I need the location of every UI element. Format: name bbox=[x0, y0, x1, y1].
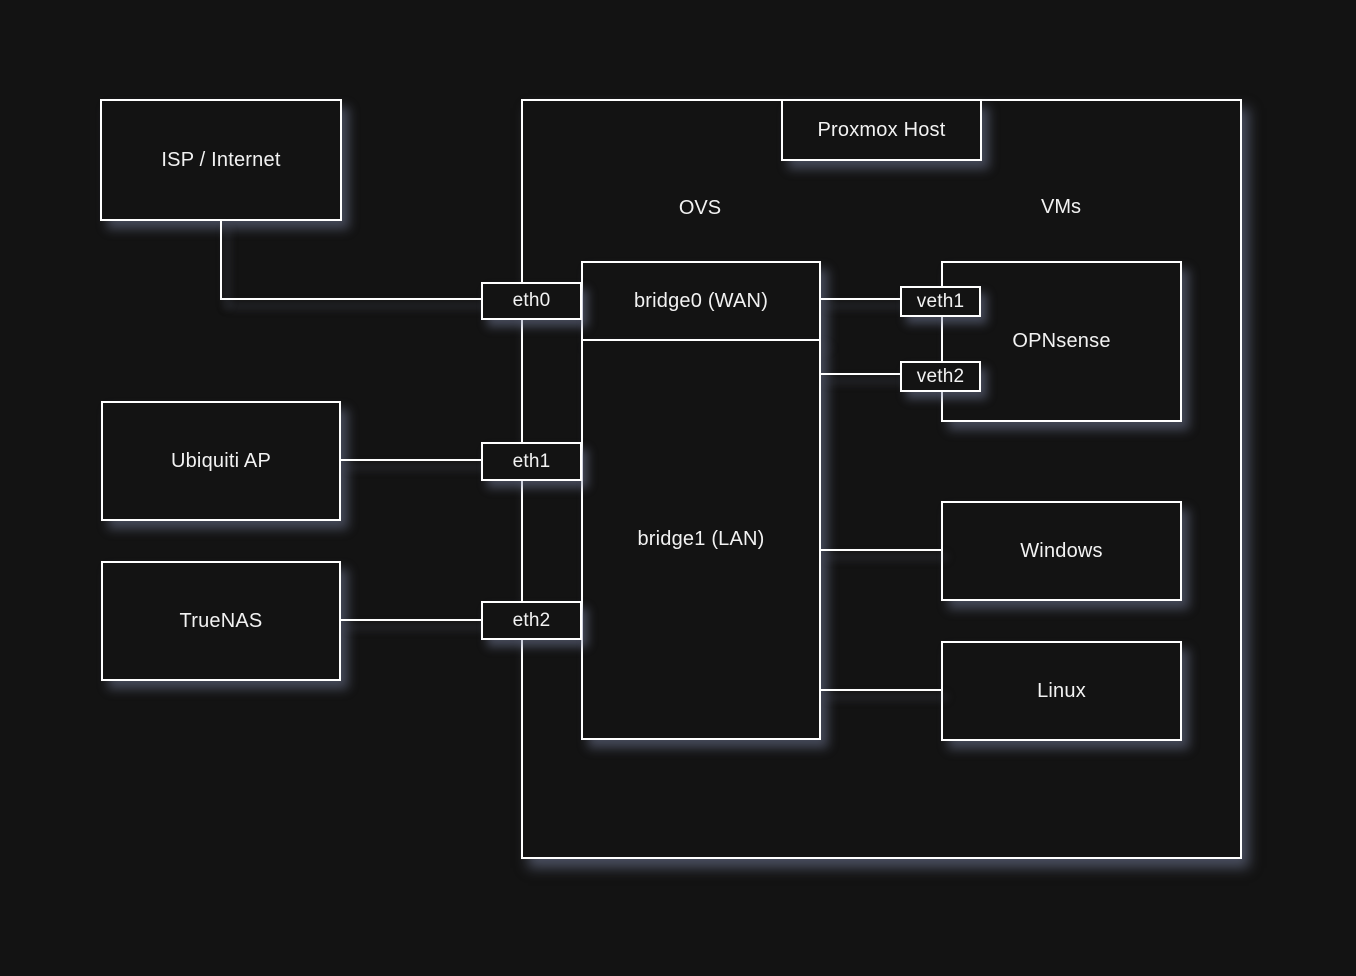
veth2-port-label: veth2 bbox=[916, 365, 965, 387]
windows-vm-node: Windows bbox=[941, 501, 1182, 601]
opnsense-vm-node: OPNsense bbox=[941, 261, 1182, 422]
bridge0-wan-node: bridge0 (WAN) bbox=[581, 261, 821, 341]
ovs-section-label: OVS bbox=[678, 197, 722, 219]
proxmox-host-title-label: Proxmox Host bbox=[817, 118, 946, 141]
connector-bridge1-windows bbox=[821, 549, 941, 551]
connector-bridge1-linux bbox=[821, 689, 941, 691]
bridge0-wan-label: bridge0 (WAN) bbox=[633, 289, 769, 312]
veth1-port: veth1 bbox=[900, 286, 981, 317]
eth2-port: eth2 bbox=[481, 601, 582, 640]
bridge1-lan-label: bridge1 (LAN) bbox=[637, 528, 765, 550]
eth1-port-label: eth1 bbox=[512, 450, 551, 472]
eth0-port: eth0 bbox=[481, 282, 582, 320]
isp-internet-label: ISP / Internet bbox=[161, 148, 281, 171]
vms-section-label: VMs bbox=[1041, 196, 1081, 218]
eth0-port-label: eth0 bbox=[512, 290, 551, 311]
veth1-port-label: veth1 bbox=[916, 290, 965, 312]
opnsense-vm-label: OPNsense bbox=[1012, 330, 1111, 352]
ubiquiti-ap-label: Ubiquiti AP bbox=[170, 449, 272, 472]
isp-internet-node: ISP / Internet bbox=[100, 99, 342, 221]
truenas-node: TrueNAS bbox=[101, 561, 341, 681]
connector-isp-eth0-vertical bbox=[220, 221, 222, 300]
windows-vm-label: Windows bbox=[1020, 539, 1103, 562]
connector-bridge0-veth1 bbox=[821, 298, 900, 300]
connector-bridge1-veth2 bbox=[821, 373, 900, 375]
eth2-port-label: eth2 bbox=[512, 609, 551, 631]
connector-isp-eth0-horizontal bbox=[220, 298, 481, 300]
bridge1-lan-node: bridge1 (LAN) bbox=[581, 339, 821, 740]
linux-vm-node: Linux bbox=[941, 641, 1182, 741]
veth2-port: veth2 bbox=[900, 361, 981, 392]
ubiquiti-ap-node: Ubiquiti AP bbox=[101, 401, 341, 521]
eth1-port: eth1 bbox=[481, 442, 582, 481]
proxmox-host-title: Proxmox Host bbox=[781, 99, 982, 161]
truenas-label: TrueNAS bbox=[179, 609, 263, 632]
connector-truenas-eth2 bbox=[341, 619, 481, 621]
linux-vm-label: Linux bbox=[1037, 679, 1086, 702]
connector-ubiquiti-eth1 bbox=[341, 459, 481, 461]
